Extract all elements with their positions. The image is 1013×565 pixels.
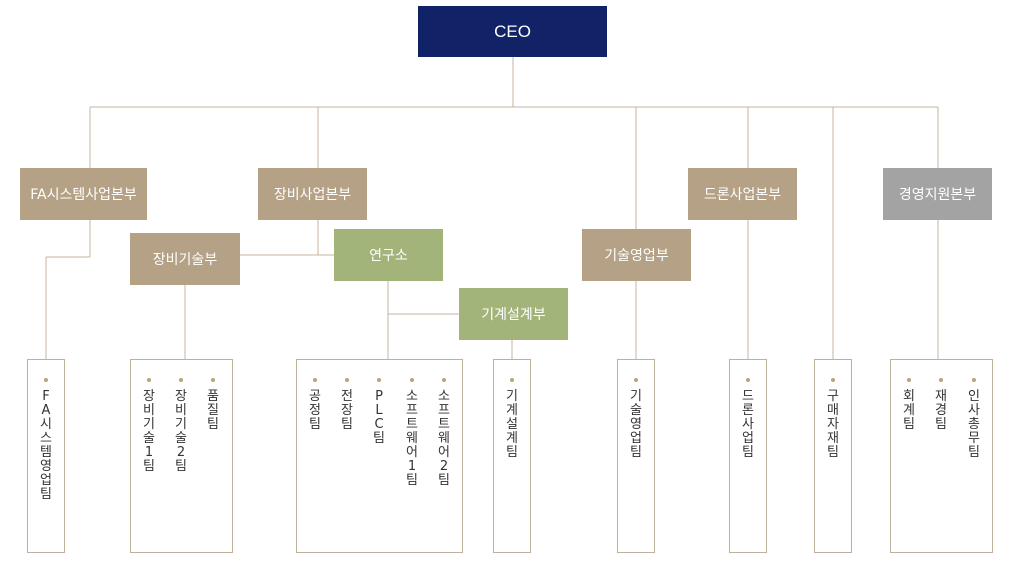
team-item: 품질팀	[206, 378, 220, 432]
bullet-icon	[972, 378, 976, 382]
team-item: 재경팀	[934, 378, 948, 432]
team-item: 기계설계팀	[505, 378, 519, 460]
team-label: 장비기술1팀	[143, 389, 155, 474]
team-item: FA시스템영업팀	[39, 378, 53, 502]
bullet-icon	[510, 378, 514, 382]
management-division-box: 경영지원본부	[883, 168, 992, 220]
equipment-tech-dept-box: 장비기술부	[130, 233, 240, 285]
research-team-box: 공정팀 전장팀 PLC팀 소프트웨어1팀 소프트웨어2팀	[296, 359, 463, 553]
team-label: 소프트웨어2팀	[438, 389, 450, 488]
team-label: 장비기술2팀	[175, 389, 187, 474]
research-lab-box: 연구소	[334, 229, 443, 281]
bullet-icon	[746, 378, 750, 382]
bullet-icon	[831, 378, 835, 382]
team-item: 장비기술1팀	[142, 378, 156, 474]
team-label: 전장팀	[341, 389, 353, 432]
tech-sales-team-box: 기술영업팀	[617, 359, 655, 553]
purchasing-team-box: 구매자재팀	[814, 359, 852, 553]
bullet-icon	[313, 378, 317, 382]
bullet-icon	[179, 378, 183, 382]
mech-design-team-box: 기계설계팀	[493, 359, 531, 553]
equipment-tech-team-box: 장비기술1팀 장비기술2팀 품질팀	[130, 359, 233, 553]
team-label: 기술영업팀	[630, 389, 642, 460]
team-item: 소프트웨어1팀	[405, 378, 419, 488]
mech-design-dept-box: 기계설계부	[459, 288, 568, 340]
tech-sales-dept-box: 기술영업부	[582, 229, 691, 281]
fa-team-box: FA시스템영업팀	[27, 359, 65, 553]
drone-team-box: 드론사업팀	[729, 359, 767, 553]
team-label: 드론사업팀	[742, 389, 754, 460]
team-label: 재경팀	[935, 389, 947, 432]
fa-system-division-box: FA시스템사업본부	[20, 168, 147, 220]
equipment-division-box: 장비사업본부	[258, 168, 367, 220]
bullet-icon	[211, 378, 215, 382]
team-item: 장비기술2팀	[174, 378, 188, 474]
team-label: FA시스템영업팀	[40, 389, 52, 502]
bullet-icon	[377, 378, 381, 382]
team-label: 기계설계팀	[506, 389, 518, 460]
team-label: 인사총무팀	[968, 389, 980, 460]
ceo-box: CEO	[418, 6, 607, 57]
team-item: 기술영업팀	[629, 378, 643, 460]
team-label: PLC팀	[373, 389, 385, 446]
team-item: 드론사업팀	[741, 378, 755, 460]
bullet-icon	[442, 378, 446, 382]
team-item: 회계팀	[902, 378, 916, 432]
team-label: 품질팀	[207, 389, 219, 432]
bullet-icon	[147, 378, 151, 382]
team-label: 회계팀	[903, 389, 915, 432]
team-item: 전장팀	[340, 378, 354, 432]
bullet-icon	[939, 378, 943, 382]
bullet-icon	[410, 378, 414, 382]
team-item: PLC팀	[372, 378, 386, 446]
team-item: 소프트웨어2팀	[437, 378, 451, 488]
team-label: 공정팀	[309, 389, 321, 432]
team-item: 인사총무팀	[967, 378, 981, 460]
team-label: 구매자재팀	[827, 389, 839, 460]
bullet-icon	[345, 378, 349, 382]
bullet-icon	[907, 378, 911, 382]
team-item: 구매자재팀	[826, 378, 840, 460]
team-label: 소프트웨어1팀	[406, 389, 418, 488]
bullet-icon	[44, 378, 48, 382]
drone-division-box: 드론사업본부	[688, 168, 797, 220]
team-item: 공정팀	[308, 378, 322, 432]
bullet-icon	[634, 378, 638, 382]
management-team-box: 회계팀 재경팀 인사총무팀	[890, 359, 993, 553]
